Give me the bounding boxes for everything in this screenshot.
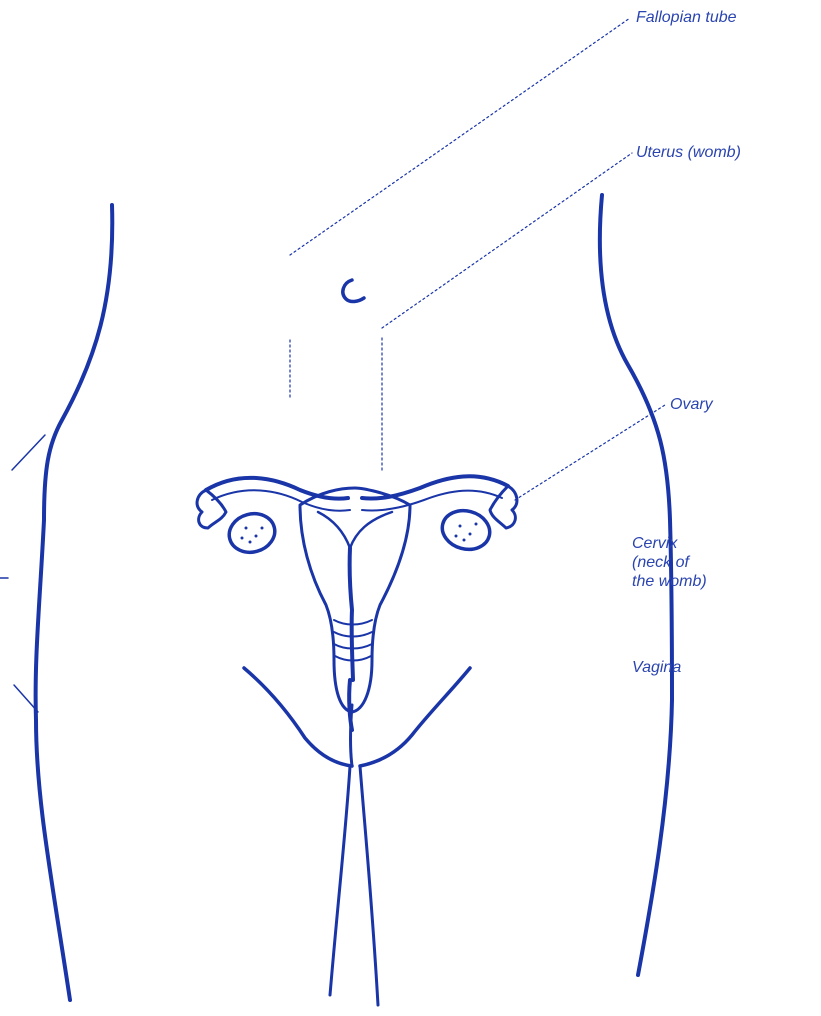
ovary-left [225, 509, 279, 558]
uterine-cavity [318, 512, 392, 548]
ovary-right [438, 505, 494, 554]
label-ovary: Ovary [670, 395, 713, 415]
fallopian-tube-left-lower [212, 490, 350, 510]
label-cervix-line-1: Cervix [632, 534, 707, 553]
fallopian-tube-left [206, 478, 348, 499]
groin-right [360, 668, 470, 766]
label-cervix-line-2: (neck of [632, 553, 707, 572]
fimbriae-right [490, 486, 517, 528]
uterus-body [300, 488, 410, 712]
label-fallopian-tube: Fallopian tube [636, 8, 737, 28]
leader-ovary [515, 405, 665, 500]
label-vagina: Vagina [632, 658, 681, 678]
left-hip-mark-upper [12, 435, 45, 470]
label-uterus: Uterus (womb) [636, 143, 741, 163]
navel [343, 280, 364, 302]
leader-fallopian-tube [290, 18, 630, 255]
label-cervix-line-3: the womb) [632, 572, 707, 591]
label-cervix: Cervix (neck of the womb) [632, 534, 707, 591]
body-outline-left [36, 205, 113, 1000]
inner-thigh-left [330, 766, 350, 995]
inner-thigh-right [360, 766, 378, 1005]
leader-uterus [382, 153, 632, 328]
